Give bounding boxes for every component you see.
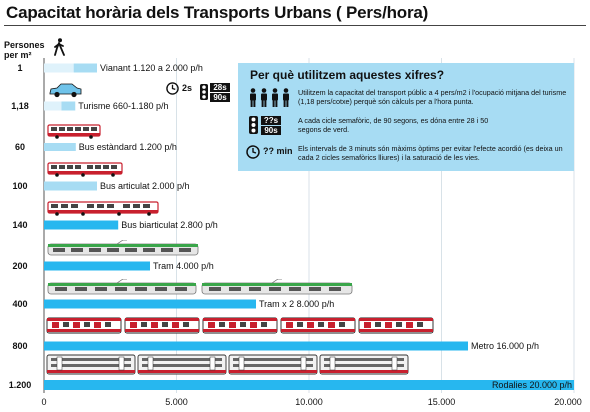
- signal-cycle-badge: 90s: [210, 93, 230, 102]
- bar: [44, 143, 76, 151]
- x-tick-label: 15.000: [427, 397, 456, 407]
- title-divider: [4, 25, 586, 26]
- train-icon: [46, 354, 409, 375]
- category-label: 1,18: [11, 101, 29, 111]
- category-label: 100: [12, 181, 28, 191]
- category-label: 60: [14, 142, 25, 152]
- bar: [73, 63, 97, 73]
- category-label: 200: [12, 261, 28, 271]
- data-label: Tram x 2 8.000 p/h: [259, 299, 335, 309]
- category-label: 800: [12, 341, 28, 351]
- traffic-light-icon: [249, 116, 258, 134]
- data-label: Tram 4.000 p/h: [153, 261, 214, 271]
- metro-icon: [46, 317, 434, 334]
- category-label: 1.200: [8, 380, 32, 390]
- bar: [44, 181, 97, 191]
- page-title: Capacitat horària dels Transports Urbans…: [6, 3, 429, 22]
- category-label: 400: [12, 299, 28, 309]
- info-box: [238, 63, 574, 171]
- bar: [44, 261, 150, 271]
- data-label: Bus articulat 2.000 p/h: [100, 181, 190, 191]
- signal-green-badge: 28s: [210, 83, 230, 92]
- data-label: Rodalies 20.000 p/h: [491, 380, 572, 390]
- bar-range-base: [44, 63, 74, 73]
- bar: [44, 341, 468, 351]
- data-label: Vianant 1.120 a 2.000 p/h: [100, 63, 203, 73]
- bar-range-base: [44, 101, 62, 111]
- bus-articulated-icon: [47, 162, 123, 177]
- y-axis-label: Persones per m²: [4, 40, 45, 60]
- info-paragraph-3: Els intervals de 3 minuts són màxims òpt…: [298, 144, 563, 162]
- clock-icon: [246, 145, 260, 159]
- info-title: Per què utilitzem aquestes xifres?: [250, 68, 445, 82]
- clock-icon: [166, 82, 179, 95]
- signal-seconds: 2s: [182, 83, 193, 93]
- info-clock-text: ?? min: [263, 146, 293, 156]
- info-paragraph-2: A cada cicle semafòric, de 90 segons, es…: [298, 116, 489, 134]
- tram-icon: [47, 240, 199, 256]
- x-tick-label: 0: [41, 397, 47, 407]
- tram-double-icon: [47, 279, 353, 295]
- info-paragraph-1: Utilitzem la capacitat del transport púb…: [298, 88, 567, 106]
- x-tick-label: 10.000: [295, 397, 323, 407]
- category-label: 140: [12, 220, 28, 230]
- bar: [44, 380, 574, 390]
- traffic-light-icon: [200, 84, 208, 100]
- info-badge-top: ??s: [261, 116, 281, 125]
- category-label: 1: [17, 63, 23, 73]
- data-label: Bus biarticulat 2.800 p/h: [121, 220, 218, 230]
- data-label: Turisme 660-1.180 p/h: [78, 101, 169, 111]
- bar: [44, 299, 256, 309]
- car-icon: [49, 83, 82, 98]
- bus-biarticulated-icon: [47, 201, 159, 216]
- walker-icon: [54, 38, 65, 56]
- x-tick-label: 20.000: [554, 397, 582, 407]
- bus-icon: [47, 124, 101, 139]
- bar: [44, 220, 119, 230]
- x-tick-label: 5.000: [165, 397, 188, 407]
- info-badge-bottom: 90s: [261, 126, 281, 135]
- data-label: Bus estàndard 1.200 p/h: [78, 142, 177, 152]
- bar: [61, 101, 76, 111]
- people-icon: [250, 88, 289, 107]
- data-label: Metro 16.000 p/h: [471, 341, 540, 351]
